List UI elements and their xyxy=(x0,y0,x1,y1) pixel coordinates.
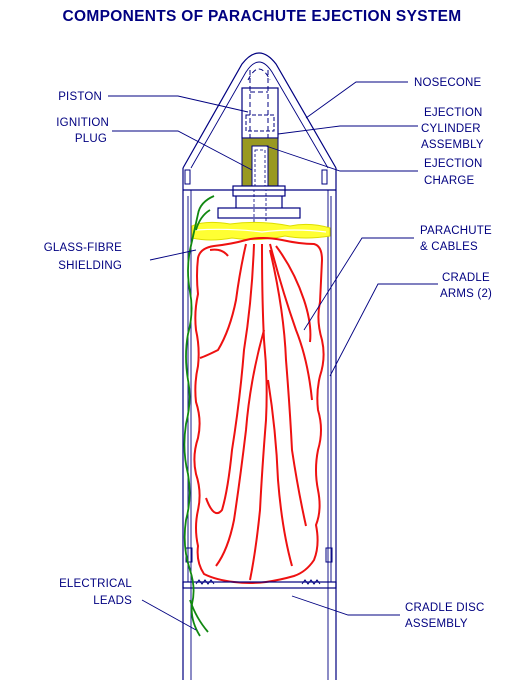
label-ejection-cylinder-3: ASSEMBLY xyxy=(421,139,484,151)
label-ejection-cylinder-1: EJECTION xyxy=(424,107,482,119)
label-cradle-arms-2: ARMS (2) xyxy=(440,288,492,300)
label-ignition-plug-2: PLUG xyxy=(75,133,107,145)
label-glass-fibre-2: SHIELDING xyxy=(58,260,122,272)
nosecone xyxy=(182,52,337,185)
label-ejection-charge-2: CHARGE xyxy=(424,175,475,187)
leader-lines xyxy=(108,81,438,631)
label-cradle-disc-2: ASSEMBLY xyxy=(405,618,468,630)
label-electrical-leads-1: ELECTRICAL xyxy=(59,578,132,590)
diagram-title: COMPONENTS OF PARACHUTE EJECTION SYSTEM xyxy=(63,8,462,25)
label-piston: PISTON xyxy=(58,91,102,103)
piston xyxy=(241,70,279,139)
label-ejection-cylinder-2: CYLINDER xyxy=(421,123,481,135)
label-parachute-1: PARACHUTE xyxy=(420,225,492,237)
ejection-cylinder xyxy=(241,137,279,187)
label-ignition-plug-1: IGNITION xyxy=(56,117,109,129)
label-cradle-disc-1: CRADLE DISC xyxy=(405,602,485,614)
label-electrical-leads-2: LEADS xyxy=(93,595,132,607)
label-nosecone: NOSECONE xyxy=(414,77,482,89)
label-cradle-arms-1: CRADLE xyxy=(442,272,490,284)
parachute-outline xyxy=(193,237,325,584)
electrical-leads xyxy=(183,195,215,637)
label-glass-fibre-1: GLASS-FIBRE xyxy=(44,242,122,254)
glass-fibre-shielding xyxy=(191,221,331,241)
label-parachute-2: & CABLES xyxy=(420,241,478,253)
label-ejection-charge-1: EJECTION xyxy=(424,158,482,170)
cradle-disc xyxy=(182,579,337,589)
ignition-plug xyxy=(217,185,301,225)
